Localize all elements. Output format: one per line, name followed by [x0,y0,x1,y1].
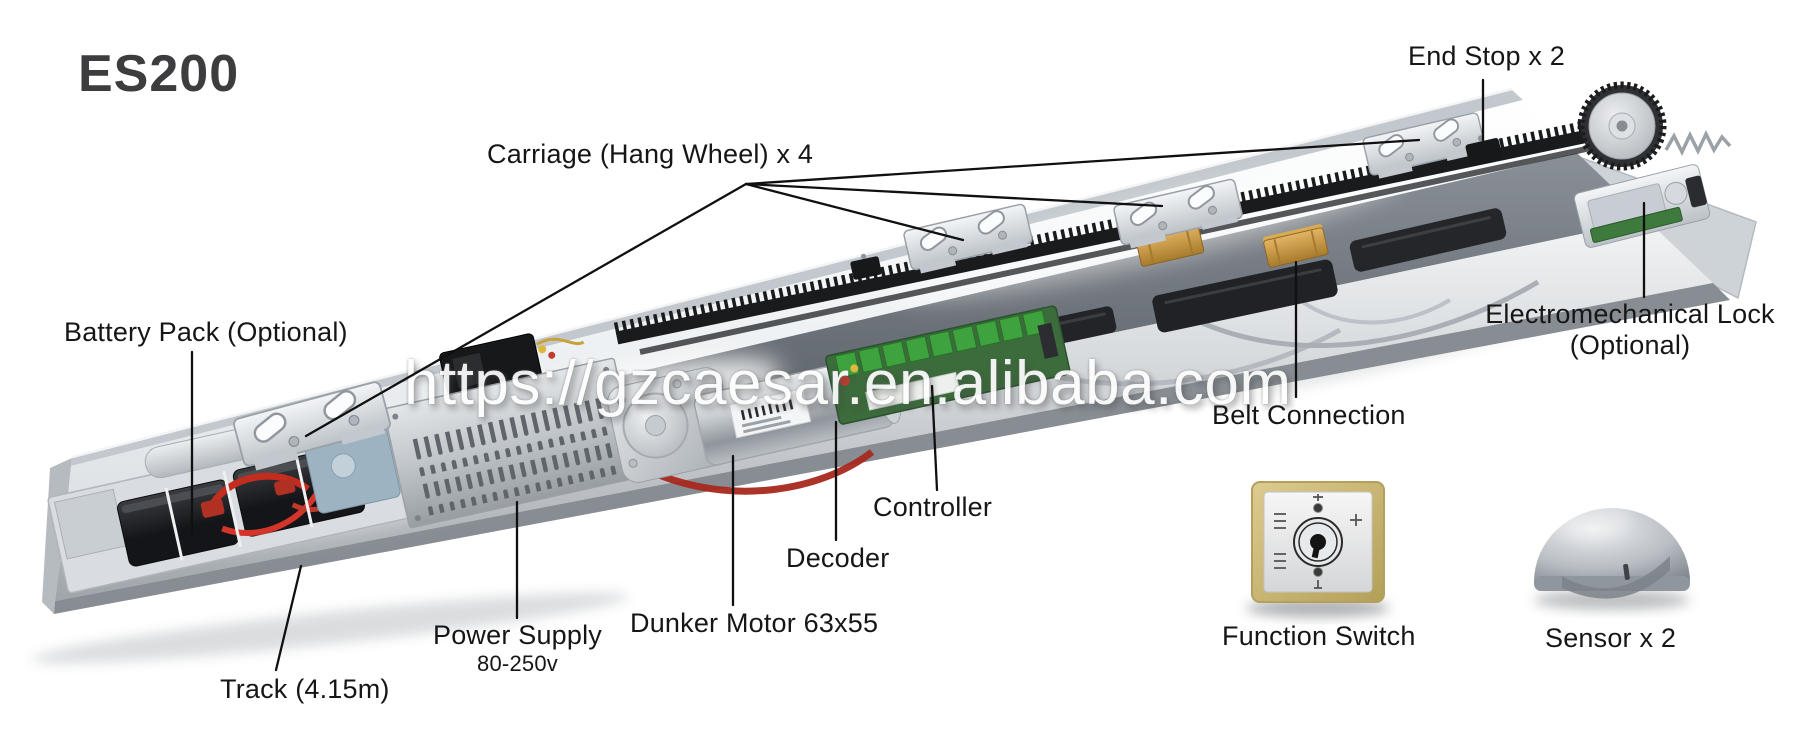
label-end-stop: End Stop x 2 [1408,41,1566,71]
label-controller: Controller [873,492,993,522]
function-switch [1246,481,1390,617]
label-track: Track (4.15m) [220,674,390,704]
label-power-supply: Power Supply 80-250v [420,620,615,676]
tension-spring [1664,129,1732,157]
sensor-dome [1534,496,1690,610]
label-lock-line1: Electromechanical Lock [1485,299,1775,329]
label-electromechanical-lock: Electromechanical Lock (Optional) [1470,299,1790,361]
keyhole-icon [1293,517,1343,567]
beam-base-lip [54,283,1730,614]
drive-belt [613,115,1615,355]
label-dunker-motor: Dunker Motor 63x55 [630,608,879,638]
motor-cable [650,449,875,495]
electromechanical-lock [1573,164,1711,248]
label-power-supply-text: Power Supply [433,620,602,650]
label-battery-pack: Battery Pack (Optional) [64,317,348,347]
sensor-visor [1562,556,1670,599]
idler-pulley [1577,81,1667,171]
label-function-switch: Function Switch [1222,621,1416,651]
product-model-title: ES200 [78,45,240,103]
label-lock-line2: (Optional) [1569,330,1691,361]
label-power-supply-voltage: 80-250v [477,651,558,677]
controller-board [825,305,1071,425]
label-sensor: Sensor x 2 [1545,623,1677,653]
label-belt-connection: Belt Connection [1212,400,1406,430]
belt-clamp-2 [1262,224,1329,268]
label-carriage: Carriage (Hang Wheel) x 4 [487,139,814,169]
label-decoder: Decoder [786,543,890,573]
watermark-url: https://gzcaesar.en.alibaba.com [404,349,1292,418]
cover-box-3 [1349,208,1507,272]
